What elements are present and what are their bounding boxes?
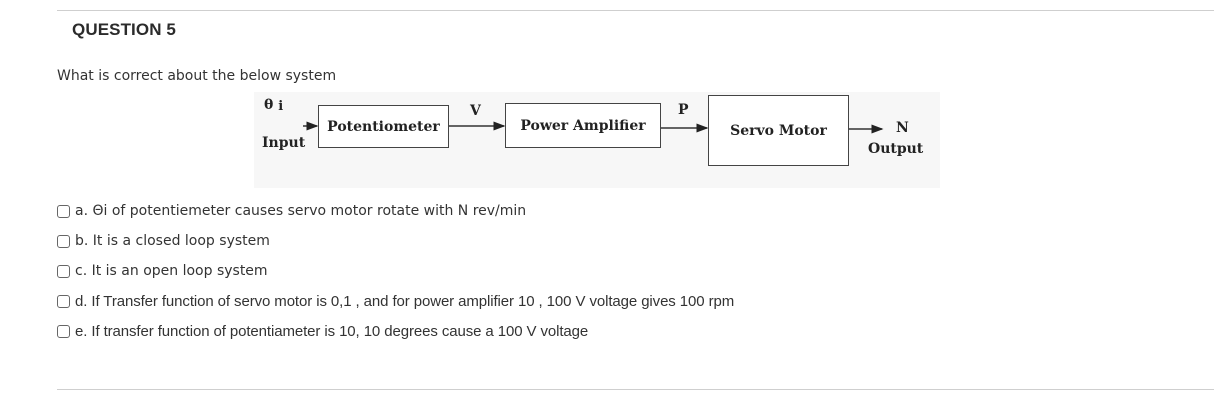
diagram-arrows: [303, 121, 884, 134]
option-a-checkbox[interactable]: [57, 204, 70, 218]
question-text: What is correct about the below system: [57, 68, 337, 84]
output-n-label: N: [896, 120, 909, 136]
power-amplifier-block: Power Amplifier: [505, 103, 661, 148]
question-title: QUESTION 5: [72, 20, 176, 39]
option-b[interactable]: b. It is a closed loop system: [57, 226, 734, 256]
potentiometer-block: Potentiometer: [318, 105, 449, 148]
option-e-checkbox[interactable]: [57, 324, 70, 338]
servo-motor-block: Servo Motor: [708, 95, 849, 166]
option-d[interactable]: d. If Transfer function of servo motor i…: [57, 286, 734, 316]
top-divider: [57, 10, 1214, 11]
bottom-divider: [57, 389, 1214, 390]
input-theta-label: θ i: [264, 97, 284, 114]
option-e[interactable]: e. If transfer function of potentiameter…: [57, 316, 734, 346]
block-diagram: θ i Input Potentiometer V Power Amplifie…: [254, 92, 940, 188]
signal-v-label: V: [470, 103, 481, 119]
option-c-label: c. It is an open loop system: [75, 263, 268, 279]
option-c[interactable]: c. It is an open loop system: [57, 256, 734, 286]
option-e-label: e. If transfer function of potentiameter…: [75, 322, 589, 340]
option-b-label: b. It is a closed loop system: [75, 233, 270, 249]
option-c-checkbox[interactable]: [57, 264, 70, 278]
option-a[interactable]: a. Θi of potentiemeter causes servo moto…: [57, 196, 734, 226]
option-b-checkbox[interactable]: [57, 234, 70, 248]
option-d-label: d. If Transfer function of servo motor i…: [75, 292, 735, 310]
option-d-checkbox[interactable]: [57, 294, 70, 308]
output-label: Output: [868, 141, 924, 157]
signal-p-label: P: [678, 102, 689, 118]
option-a-label: a. Θi of potentiemeter causes servo moto…: [75, 203, 527, 219]
input-label: Input: [262, 135, 306, 151]
answer-options: a. Θi of potentiemeter causes servo moto…: [57, 196, 734, 346]
